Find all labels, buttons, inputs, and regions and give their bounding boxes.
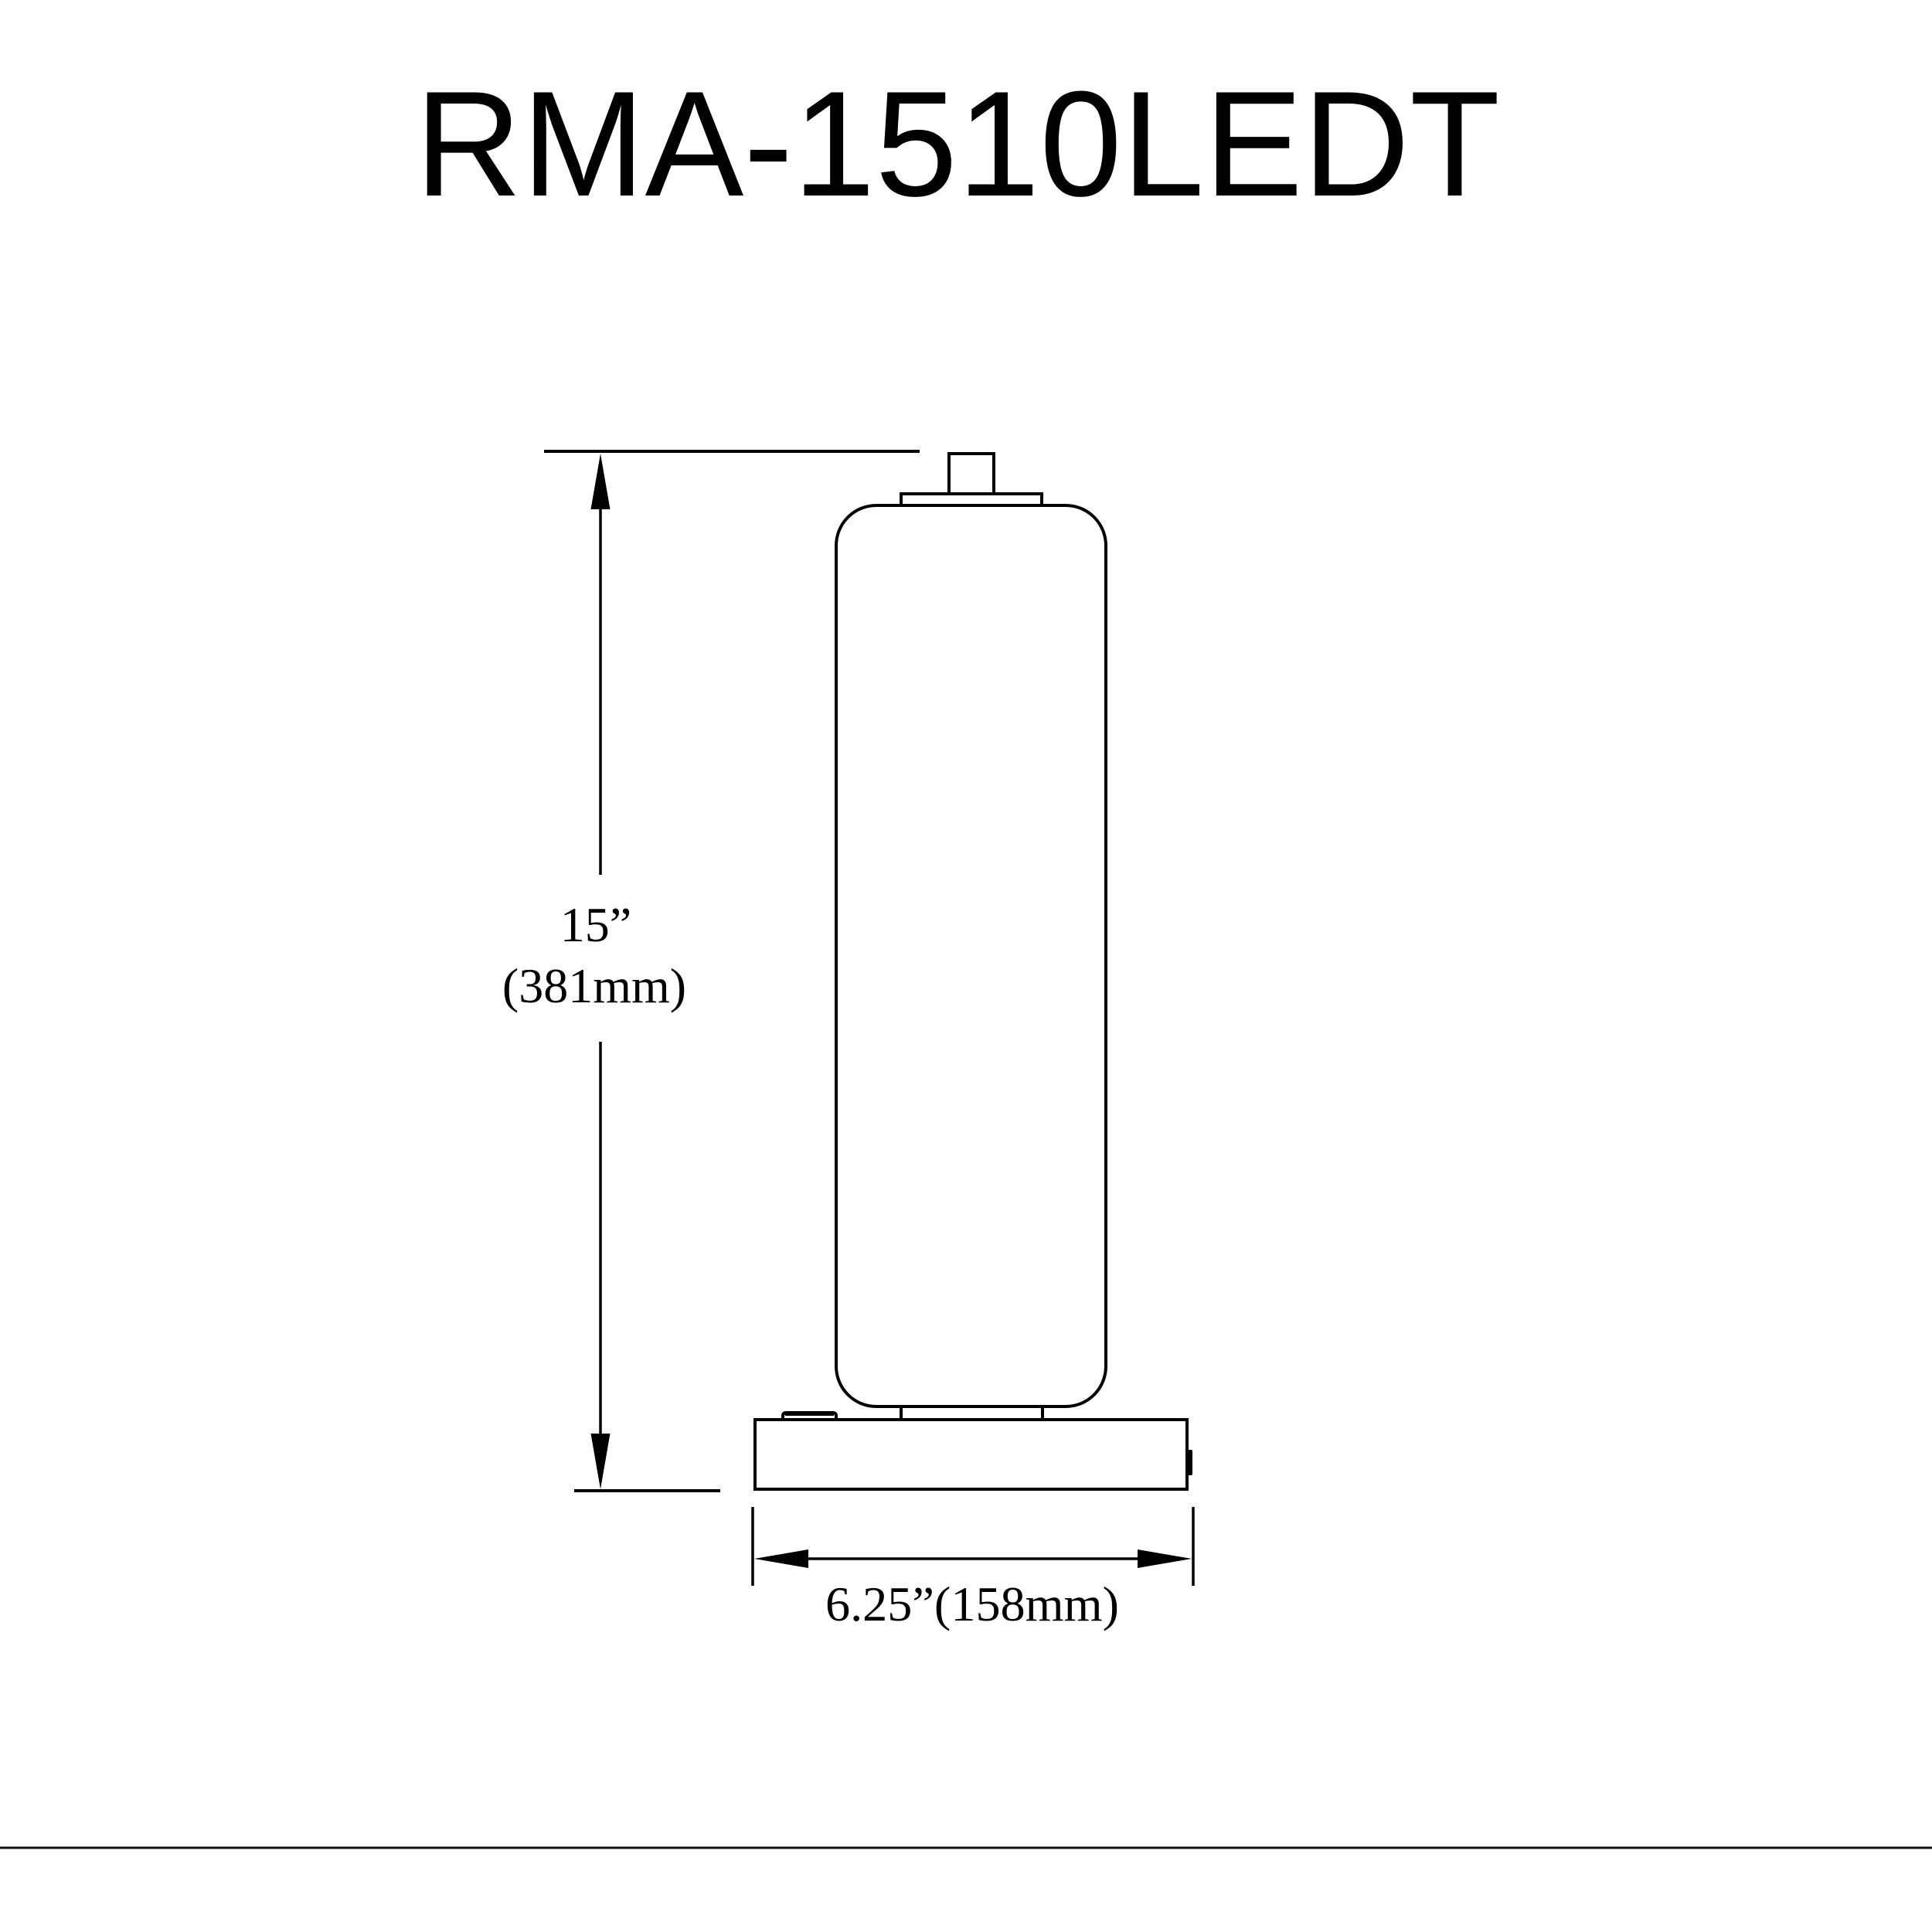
height-dimension: 15” (381mm)	[502, 450, 920, 1492]
glass-shade	[835, 504, 1107, 1408]
arrow-left-icon	[754, 1549, 808, 1568]
arrow-down-icon	[590, 1434, 611, 1489]
bottom-neck	[900, 1405, 1044, 1421]
arrow-up-icon	[590, 454, 611, 509]
top-collar	[900, 492, 1043, 507]
height-label-imperial: 15”	[560, 897, 631, 952]
width-dimension: 6.25”(158mm)	[751, 1507, 1195, 1631]
base	[753, 1418, 1189, 1491]
top-cap	[947, 452, 995, 495]
arrow-right-icon	[1138, 1549, 1192, 1568]
height-label-metric: (381mm)	[502, 958, 686, 1013]
side-switch	[1187, 1450, 1192, 1475]
model-title: RMA-1510LEDT	[415, 60, 1500, 228]
lamp-drawing	[753, 452, 1192, 1491]
width-label: 6.25”(158mm)	[825, 1577, 1119, 1631]
